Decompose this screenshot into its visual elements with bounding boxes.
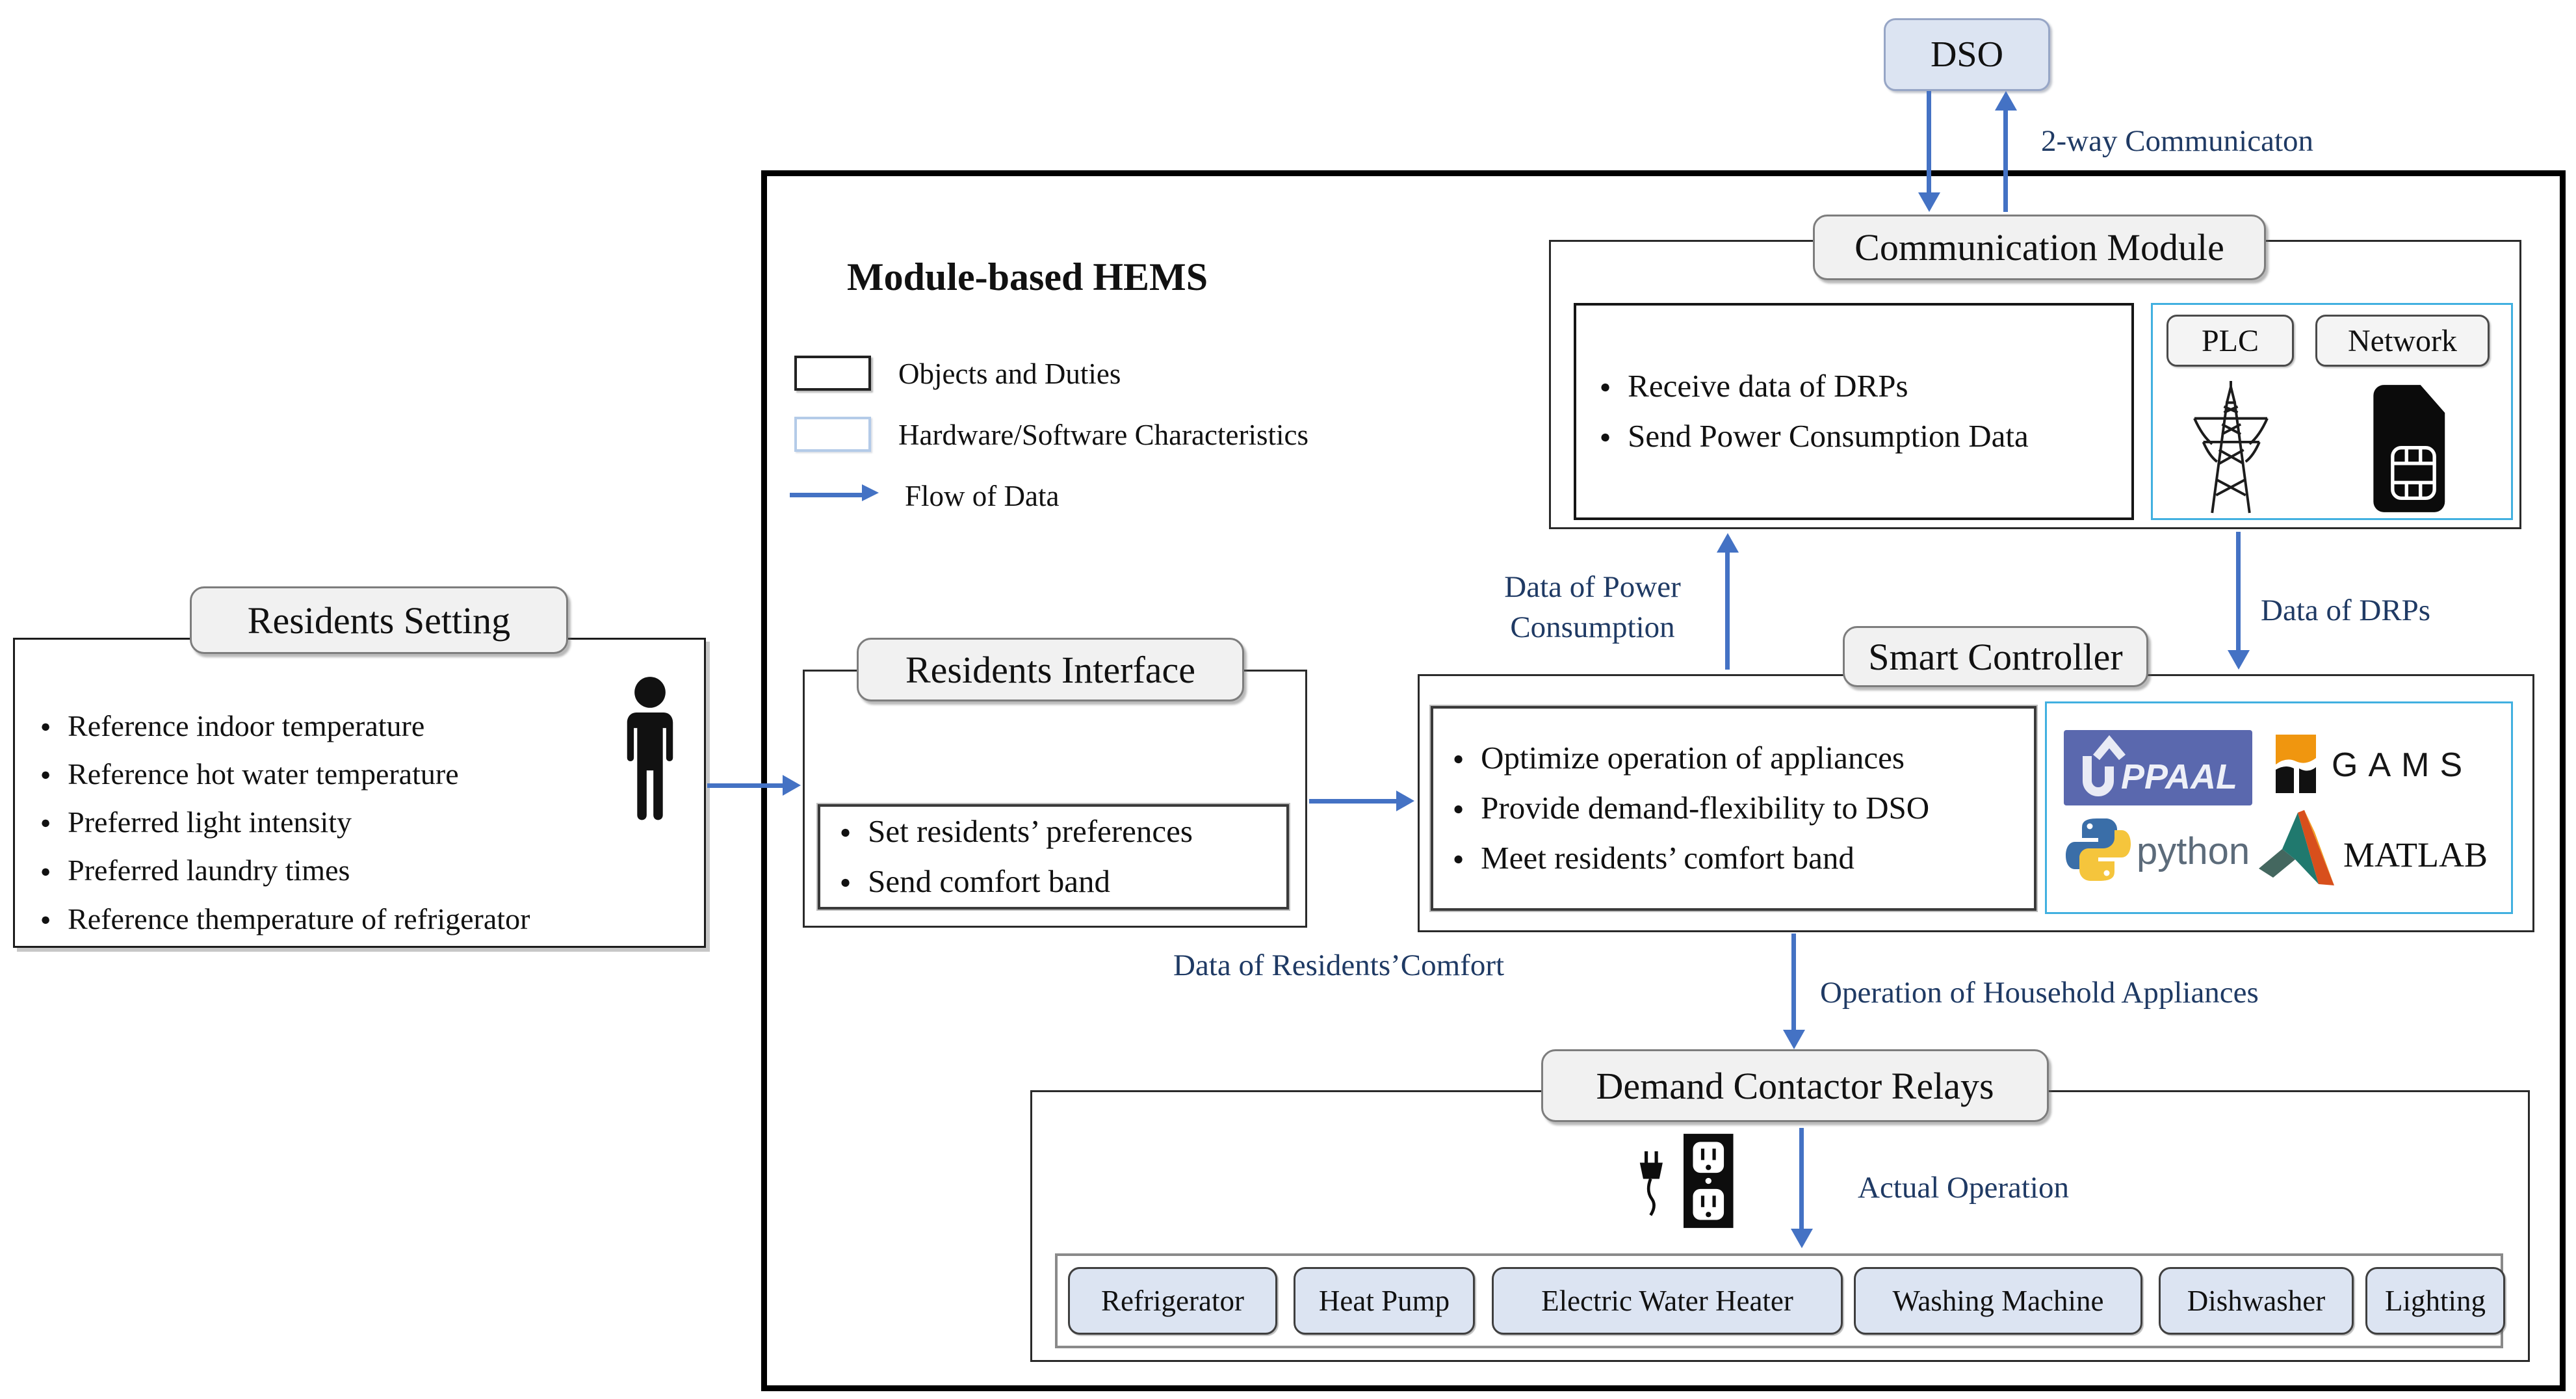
communication-module-title: Communication Module [1854,226,2224,268]
operation-appliances-label: Operation of Household Appliances [1820,976,2259,1010]
arrow-dso-to-comm-head [1918,192,1940,212]
appliance-label: Dishwasher [2187,1285,2326,1317]
appliance-washing-machine: Washing Machine [1854,1267,2142,1335]
gams-logo: GAMS [2276,735,2473,793]
hems-boundary-box [761,170,2566,1391]
data-drps-label: Data of DRPs [2261,594,2431,627]
uppaal-wordmark: PPAAL [2121,757,2237,796]
appliance-label: Electric Water Heater [1541,1285,1793,1317]
person-icon [627,677,673,820]
transmission-tower-icon [2193,381,2269,514]
list-item: Provide demand-flexibility to DSO [1453,783,2034,833]
arrow-setting-to-interface-shaft [707,783,783,788]
arrow-dso-to-comm-shaft [1927,91,1931,192]
list-item: Reference indoor temperature [40,702,530,750]
arrow-comm-to-dso-head [1995,91,2017,111]
arrow-controller-to-relays-head [1783,1030,1805,1049]
actual-operation-label: Actual Operation [1858,1171,2069,1205]
demand-relays-tab: Demand Contactor Relays [1541,1049,2049,1122]
two-way-communication-label: 2-way Communicaton [2041,124,2314,158]
dso-box: DSO [1884,18,2050,91]
dso-label: DSO [1930,34,2004,75]
communication-module-tab: Communication Module [1813,215,2266,280]
matlab-logo: MATLAB [2259,810,2488,885]
legend-objects-swatch [794,356,871,391]
arrow-controller-to-relays-shaft [1791,934,1796,1030]
communication-module-duties-box: Receive data of DRPs Send Power Consumpt… [1574,303,2134,520]
data-power-line1: Data of Power [1504,570,1681,604]
legend-hardware-swatch [794,417,871,452]
arrow-power-consumption-shaft [1725,553,1730,670]
arrow-drps-head [2228,650,2250,670]
network-tag: Network [2315,315,2490,367]
list-item: Preferred laundry times [40,846,530,895]
list-item: Meet residents’ comfort band [1453,833,2034,883]
gams-wordmark: GAMS [2332,746,2473,784]
legend-flow-label: Flow of Data [905,480,1060,512]
appliance-refrigerator: Refrigerator [1068,1267,1277,1335]
list-item: Receive data of DRPs [1600,361,2131,412]
smart-controller-title: Smart Controller [1868,635,2123,678]
arrow-interface-to-controller-head [1396,791,1414,811]
smart-controller-duties-box: Optimize operation of appliances Provide… [1431,706,2036,911]
appliance-lighting: Lighting [2365,1267,2505,1335]
list-item: Send Power Consumption Data [1600,412,2131,462]
python-wordmark: python [2137,830,2250,872]
diagram-title: Module-based HEMS [847,255,1208,298]
arrow-actual-operation-head [1791,1229,1813,1248]
appliance-label: Refrigerator [1101,1285,1244,1317]
list-item: Optimize operation of appliances [1453,733,2034,783]
legend-hardware-label: Hardware/Software Characteristics [898,419,1308,451]
residents-interface-tab: Residents Interface [857,638,1244,701]
residents-setting-list: Reference indoor temperature Reference h… [40,702,530,943]
plug-outlet-icon [1639,1134,1734,1228]
appliance-heat-pump: Heat Pump [1294,1267,1475,1335]
list-item: Set residents’ preferences [840,807,1286,857]
list-item: Reference themperature of refrigerator [40,895,530,943]
data-power-line2: Consumption [1510,610,1675,644]
list-item: Send comfort band [840,857,1286,907]
appliance-dishwasher: Dishwasher [2159,1267,2354,1335]
arrow-power-consumption-head [1717,533,1739,553]
demand-relays-title: Demand Contactor Relays [1596,1064,1994,1107]
sim-card-icon [2373,385,2445,512]
data-residents-comfort-label: Data of Residents’Comfort [1173,948,1505,982]
appliance-label: Heat Pump [1318,1285,1450,1317]
python-logo: python [2066,818,2250,881]
residents-interface-duties-box: Set residents’ preferences Send comfort … [818,804,1289,909]
arrow-setting-to-interface-head [783,775,801,796]
appliance-label: Washing Machine [1892,1285,2104,1317]
list-item: Preferred light intensity [40,798,530,846]
legend-objects-label: Objects and Duties [898,358,1121,390]
plc-tag: PLC [2166,315,2294,367]
arrow-actual-operation-shaft [1799,1128,1804,1229]
appliance-electric-water-heater: Electric Water Heater [1492,1267,1843,1335]
arrow-interface-to-controller-shaft [1309,799,1396,804]
residents-setting-tab: Residents Setting [190,586,568,654]
data-power-consumption-label: Data of Power Consumption [1469,567,1716,647]
residents-interface-title: Residents Interface [905,648,1196,691]
uppaal-logo: PPAAL [2064,730,2252,805]
plc-label: PLC [2201,323,2259,358]
arrow-comm-to-dso-shaft [2003,111,2008,212]
legend-flow-arrowhead [862,484,879,501]
matlab-wordmark: MATLAB [2343,835,2488,874]
residents-setting-title: Residents Setting [247,599,511,642]
network-label: Network [2348,323,2457,358]
legend-flow-arrow [790,493,862,497]
smart-controller-tab: Smart Controller [1843,626,2148,687]
arrow-drps-shaft [2236,532,2241,650]
list-item: Reference hot water temperature [40,750,530,798]
appliance-label: Lighting [2385,1285,2486,1317]
